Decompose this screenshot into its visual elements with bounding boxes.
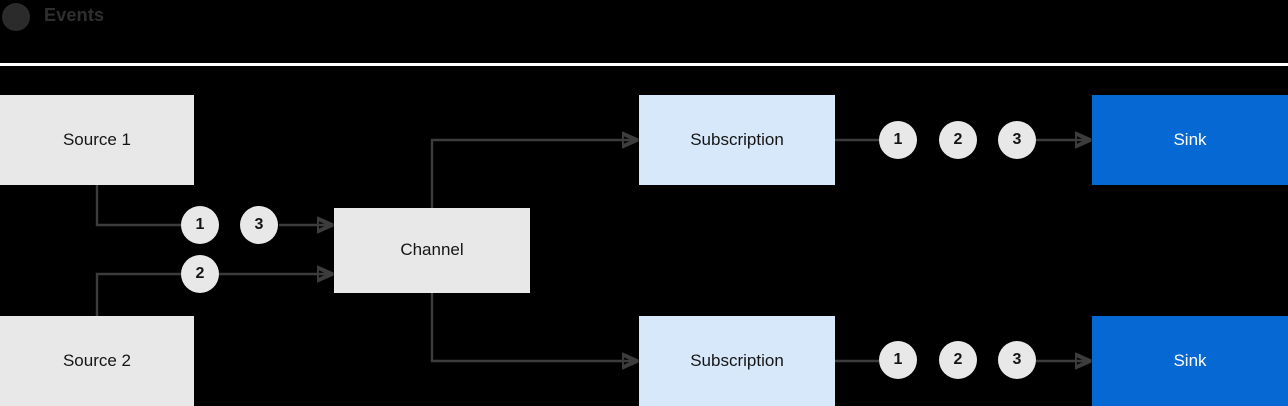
edge-source1-channel xyxy=(95,185,181,227)
events-legend-label: Events xyxy=(44,5,105,25)
node-subscription-1[interactable]: Subscription xyxy=(639,95,835,185)
event-token-sub2-1: 1 xyxy=(879,341,917,379)
node-sink-2[interactable]: Sink xyxy=(1092,316,1288,406)
events-legend-dot-icon xyxy=(2,3,30,31)
edge-source2-channel xyxy=(95,272,181,316)
event-token-source2-2: 2 xyxy=(181,255,219,293)
legend-divider xyxy=(0,63,1288,66)
edge-channel-subscription2 xyxy=(430,293,637,361)
event-token-source1-1: 1 xyxy=(181,206,219,244)
edge-channel-subscription1 xyxy=(430,140,637,208)
event-token-sub1-2: 2 xyxy=(939,121,977,159)
node-source-1[interactable]: Source 1 xyxy=(0,95,194,185)
node-channel[interactable]: Channel xyxy=(334,208,530,293)
event-token-sub1-1: 1 xyxy=(879,121,917,159)
node-sink-1[interactable]: Sink xyxy=(1092,95,1288,185)
event-token-sub2-3: 3 xyxy=(998,341,1036,379)
node-subscription-2[interactable]: Subscription xyxy=(639,316,835,406)
legend: Events xyxy=(0,0,1288,66)
node-source-2[interactable]: Source 2 xyxy=(0,316,194,406)
event-token-sub1-3: 3 xyxy=(998,121,1036,159)
event-token-sub2-2: 2 xyxy=(939,341,977,379)
event-token-source1-3: 3 xyxy=(240,206,278,244)
